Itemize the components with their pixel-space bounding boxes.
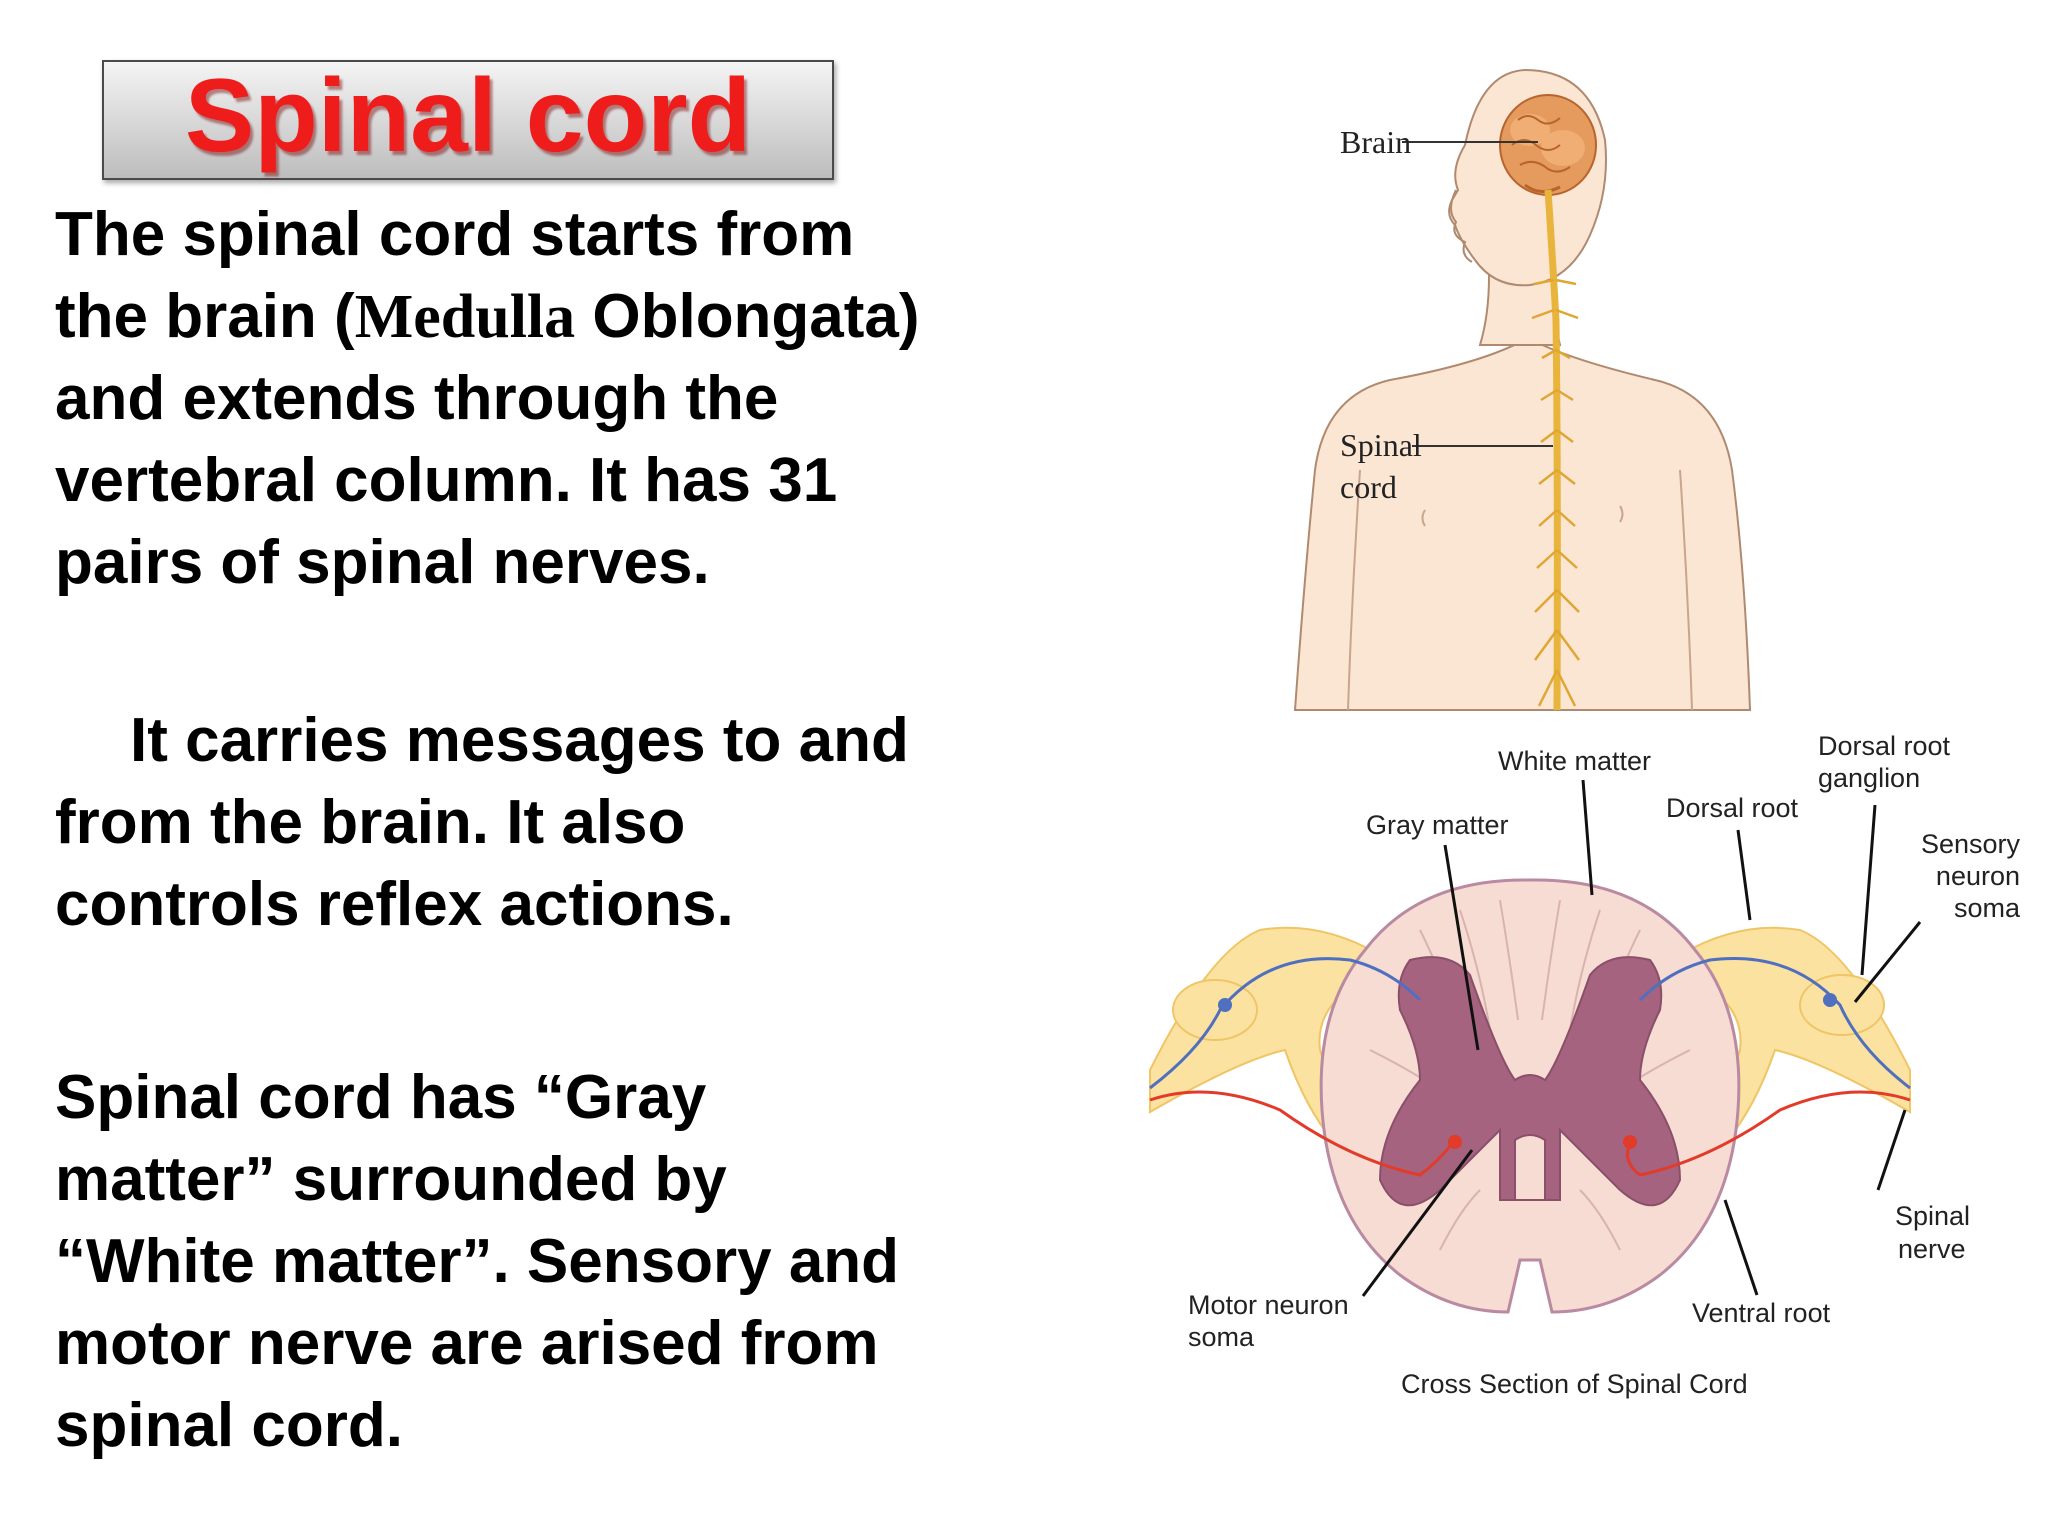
paragraph-matter: Spinal cord has “Gray matter” surrounded… xyxy=(55,1063,900,1460)
title-box: Spinal cord xyxy=(102,60,834,180)
left-motor-soma xyxy=(1448,1135,1462,1149)
left-ganglion xyxy=(1172,979,1258,1041)
slide-title: Spinal cord xyxy=(184,58,752,174)
central-canal xyxy=(1514,1134,1546,1201)
label-white-matter: White matter xyxy=(1498,746,1651,776)
brain-icon xyxy=(1499,94,1597,196)
left-arm-line xyxy=(1347,469,1361,711)
spinal-label-line2: cord xyxy=(1340,469,1397,505)
nipple-left xyxy=(1421,509,1426,527)
cross-section-caption: Cross Section of Spinal Cord xyxy=(1401,1369,1748,1399)
left-sensory-soma xyxy=(1218,998,1232,1012)
right-sensory-neuron xyxy=(1638,956,1911,1090)
label-sensory-1: Sensory xyxy=(1921,829,2021,859)
paragraph-intro-text-2: Oblongata) and extends through the verte… xyxy=(55,282,920,597)
spinal-label-line1: Spinal xyxy=(1340,427,1422,463)
cross-section-illustration: White matter Dorsal root ganglion Gray m… xyxy=(1149,731,2021,1399)
brain-label: Brain xyxy=(1340,124,1411,160)
torso-shape xyxy=(1293,329,1752,711)
right-motor-neuron xyxy=(1626,1090,1911,1177)
left-motor-neuron xyxy=(1149,1090,1457,1177)
human-body-illustration: Brain Spinal cord xyxy=(1293,68,1752,711)
right-sensory-soma xyxy=(1823,993,1837,1007)
right-arm-line xyxy=(1679,469,1693,711)
label-dorsal-root: Dorsal root xyxy=(1666,793,1799,823)
left-sensory-neuron xyxy=(1149,957,1422,1090)
label-sensory-3: soma xyxy=(1954,893,2021,923)
label-dorsal-root-ganglion-2: ganglion xyxy=(1818,763,1920,793)
label-ventral-root: Ventral root xyxy=(1692,1298,1831,1328)
cross-section-callouts xyxy=(1361,779,1922,1297)
nipple-right xyxy=(1619,505,1624,523)
label-dorsal-root-ganglion-1: Dorsal root xyxy=(1818,731,1951,761)
right-motor-soma xyxy=(1623,1135,1637,1149)
paragraph-intro-medulla: Medulla xyxy=(354,283,576,351)
spinal-cord-line xyxy=(1531,189,1581,711)
label-spinal-nerve-2: nerve xyxy=(1898,1234,1966,1264)
label-motor-neuron-1: Motor neuron xyxy=(1188,1290,1349,1320)
label-motor-neuron-2: soma xyxy=(1188,1322,1255,1352)
paragraph-function: It carries messages to and from the brai… xyxy=(55,706,909,939)
label-spinal-nerve-1: Spinal xyxy=(1895,1201,1970,1231)
paragraph-intro: The spinal cord starts from the brain (M… xyxy=(55,194,935,604)
spinal-cord-figure: Brain Spinal cord xyxy=(1120,50,2048,1450)
label-sensory-2: neuron xyxy=(1936,861,2020,891)
figure-svg: Brain Spinal cord xyxy=(1149,68,2021,1399)
label-gray-matter: Gray matter xyxy=(1366,810,1509,840)
face-profile xyxy=(1450,189,1473,263)
paragraph-intro-text-1: The spinal cord starts from the brain ( xyxy=(55,200,855,351)
